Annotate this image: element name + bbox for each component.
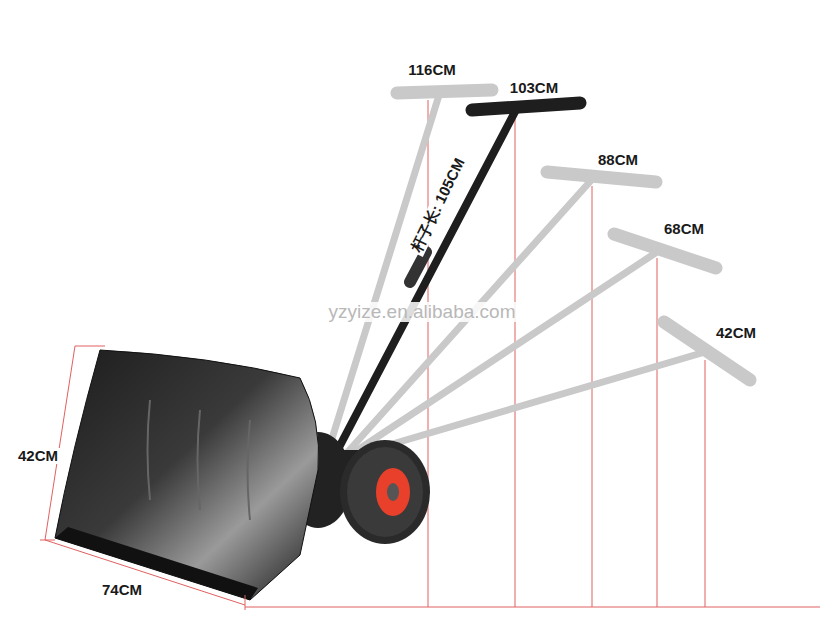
handle — [335, 103, 580, 455]
height-label: 88CM — [596, 152, 640, 169]
ghost-handles — [330, 90, 750, 455]
blade — [55, 350, 319, 600]
dimension-label: 74CM — [100, 582, 144, 599]
height-label: 116CM — [406, 62, 458, 79]
height-lines — [428, 100, 705, 607]
blade-dimension-lines — [40, 346, 245, 610]
height-label: 42CM — [714, 325, 758, 342]
watermark: yzyize.en.alibaba.com — [327, 302, 518, 323]
height-label: 68CM — [662, 221, 706, 238]
ground-line — [245, 607, 820, 608]
height-label: 103CM — [508, 80, 560, 97]
dimension-label: 42CM — [16, 448, 60, 465]
